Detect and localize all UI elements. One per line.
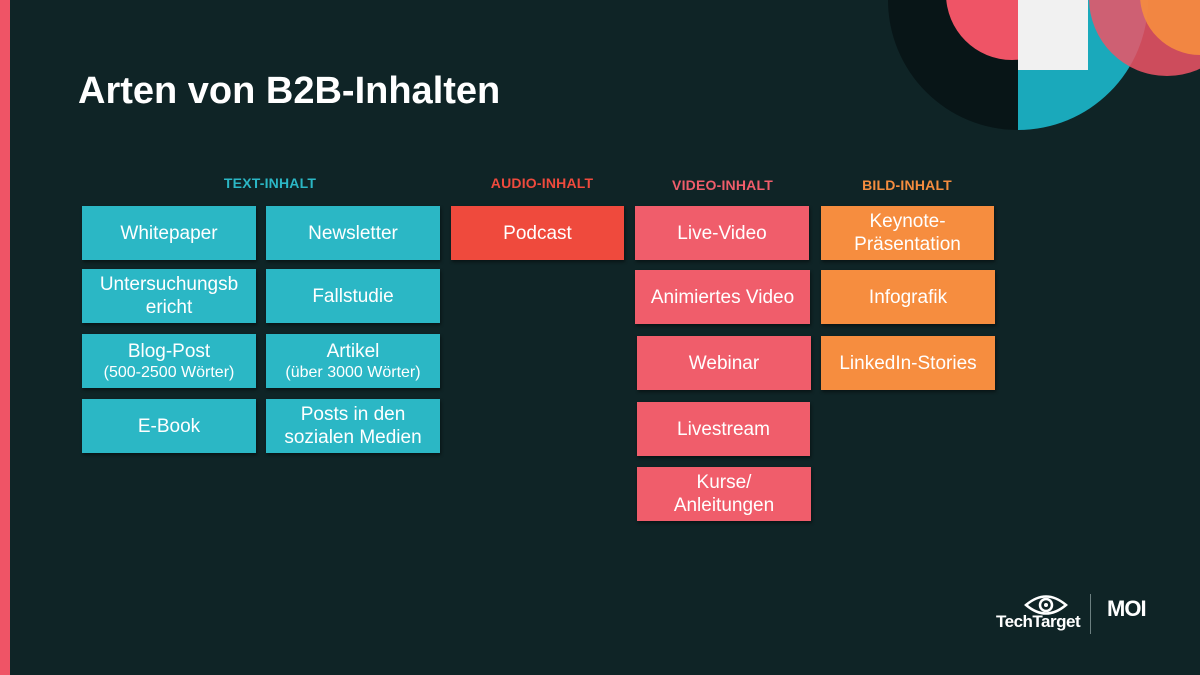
left-accent-bar xyxy=(0,0,10,675)
box-label: Livestream xyxy=(677,418,770,440)
content-box-kurse: Kurse/ Anleitungen xyxy=(637,467,811,521)
logo-divider xyxy=(1090,594,1091,634)
box-label: Fallstudie xyxy=(312,285,394,307)
box-label: Untersuchungsb xyxy=(99,274,239,295)
content-box-blog-post: Blog-Post (500-2500 Wörter) xyxy=(82,334,256,388)
content-box-artikel: Artikel (über 3000 Wörter) xyxy=(266,334,440,388)
content-box-livestream: Livestream xyxy=(637,402,810,456)
box-label: Blog-Post xyxy=(127,340,211,362)
eye-icon xyxy=(1024,595,1068,615)
video-column-header: VIDEO-INHALT xyxy=(672,177,773,193)
box-label: Kurse/ xyxy=(696,472,752,493)
box-sublabel: (über 3000 Wörter) xyxy=(285,363,421,381)
audio-column-header: AUDIO-INHALT xyxy=(490,175,594,191)
content-box-live-video: Live-Video xyxy=(635,206,809,260)
deco-orange-circle xyxy=(1140,0,1200,55)
content-box-infografik: Infografik xyxy=(821,270,995,324)
content-box-e-book: E-Book xyxy=(82,399,256,453)
content-box-keynote: Keynote- Präsentation xyxy=(821,206,994,260)
box-label: Whitepaper xyxy=(120,222,218,244)
box-label: Posts in den xyxy=(300,404,406,425)
box-label: E-Book xyxy=(137,415,201,437)
box-label: Artikel xyxy=(326,340,380,362)
content-box-fallstudie: Fallstudie xyxy=(266,269,440,323)
box-label: Animiertes Video xyxy=(650,286,795,308)
box-label-line2: Anleitungen xyxy=(673,495,775,516)
box-label-line2: Präsentation xyxy=(854,234,961,255)
content-box-webinar: Webinar xyxy=(637,336,811,390)
box-label: Infografik xyxy=(868,286,948,308)
content-box-untersuchungsbericht: Untersuchungsb ericht xyxy=(82,269,256,323)
content-box-newsletter: Newsletter xyxy=(266,206,440,260)
box-label: Newsletter xyxy=(308,222,398,244)
techtarget-logo: TechTarget xyxy=(996,612,1081,631)
box-label: Keynote- xyxy=(869,211,946,232)
box-sublabel: (500-2500 Wörter) xyxy=(103,363,235,381)
content-box-social-posts: Posts in den sozialen Medien xyxy=(266,399,440,453)
content-box-linkedin-stories: LinkedIn-Stories xyxy=(821,336,995,390)
content-box-podcast: Podcast xyxy=(451,206,624,260)
footer-logos: TechTarget MOI xyxy=(990,590,1170,640)
box-label: Webinar xyxy=(688,352,760,374)
content-box-whitepaper: Whitepaper xyxy=(82,206,256,260)
box-label: Podcast xyxy=(503,222,572,244)
box-label-line2: ericht xyxy=(145,297,193,318)
content-box-animiertes-video: Animiertes Video xyxy=(635,270,810,324)
box-label-line2: sozialen Medien xyxy=(284,427,422,448)
deco-white-square xyxy=(1018,0,1088,70)
moi-logo: MOI xyxy=(1107,596,1147,621)
box-label: LinkedIn-Stories xyxy=(839,352,977,374)
text-column-header: TEXT-INHALT xyxy=(223,175,317,191)
page-title: Arten von B2B-Inhalten xyxy=(78,70,501,112)
box-label: Live-Video xyxy=(677,222,767,244)
image-column-header: BILD-INHALT xyxy=(862,177,952,193)
